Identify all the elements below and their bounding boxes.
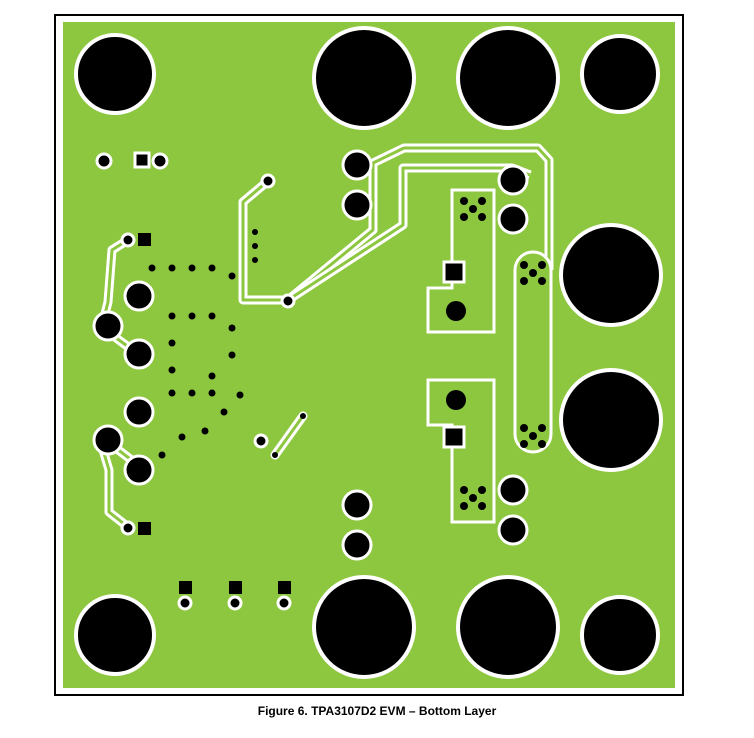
output-pads	[442, 164, 529, 546]
output-vias	[460, 197, 546, 510]
mounting-hole	[559, 368, 663, 472]
mounting-holes	[74, 26, 663, 679]
mounting-hole	[312, 575, 416, 679]
center-pads	[341, 149, 373, 561]
mounting-hole	[559, 223, 663, 327]
mounting-hole	[580, 34, 660, 114]
mounting-hole	[580, 595, 660, 675]
via-pad	[280, 293, 296, 309]
via-pad	[253, 433, 269, 449]
via-pad	[260, 173, 276, 189]
figure-caption: Figure 6. TPA3107D2 EVM – Bottom Layer	[257, 704, 497, 718]
output-islands	[426, 188, 553, 524]
mounting-hole	[74, 33, 156, 115]
vias	[148, 229, 258, 459]
mounting-hole	[74, 594, 156, 676]
mounting-hole	[456, 575, 560, 679]
left-pads	[92, 232, 155, 536]
mounting-hole	[312, 26, 416, 130]
via-pad	[300, 413, 306, 419]
via-pad	[272, 452, 278, 458]
mounting-hole	[456, 26, 560, 130]
small-pads-top-left	[95, 151, 169, 170]
bottom-jumpers	[177, 581, 292, 611]
